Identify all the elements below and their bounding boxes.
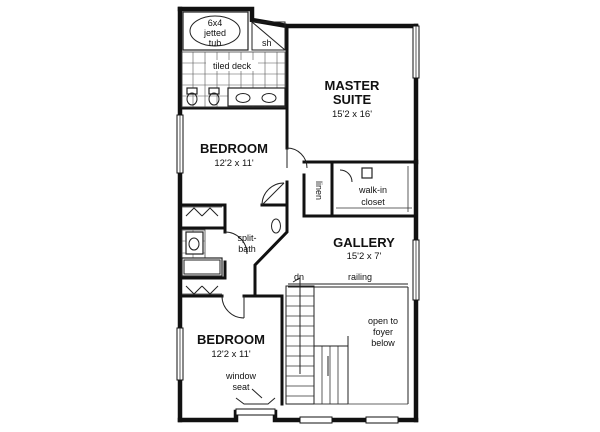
walkin-closet-label-1: walk-in xyxy=(358,185,387,195)
gallery-name: GALLERY xyxy=(333,235,395,250)
closet-rods xyxy=(336,166,412,212)
tub-label-3: tub xyxy=(209,38,222,48)
stair-down-label: dn xyxy=(294,272,304,282)
master-suite-name-2: SUITE xyxy=(333,92,372,107)
window-seat-arrow xyxy=(251,388,263,399)
bedroom-closets xyxy=(182,206,222,295)
gallery-dims: 15'2 x 7' xyxy=(347,251,382,262)
shower-stall xyxy=(251,21,286,51)
bedroom-upper-name: BEDROOM xyxy=(200,141,268,156)
stairs xyxy=(285,277,349,405)
tiled-deck-label: tiled deck xyxy=(213,61,252,71)
master-toilet xyxy=(186,87,220,106)
window-seat-label-2: seat xyxy=(232,382,250,392)
split-bath-fixtures xyxy=(181,218,281,277)
tiled-deck-label-bg xyxy=(206,60,258,71)
split-bath-label-1: split- xyxy=(237,233,256,243)
interior-walls xyxy=(178,24,418,406)
master-vanity xyxy=(227,87,286,107)
bedroom-upper-dims: 12'2 x 11' xyxy=(214,158,254,169)
window-seat-label-1: window xyxy=(225,371,257,381)
open-to-foyer-label-3: below xyxy=(371,338,395,348)
master-suite-name-1: MASTER xyxy=(325,78,381,93)
bedroom-lower-dims: 12'2 x 11' xyxy=(211,349,251,360)
tub-label: 6x4 jetted tub xyxy=(203,18,226,48)
open-to-foyer-label-1: open to xyxy=(368,316,398,326)
jetted-tub xyxy=(182,11,249,51)
master-suite-dims: 15'2 x 16' xyxy=(332,109,372,120)
railing-label: railing xyxy=(348,272,372,282)
shower-label: sh xyxy=(262,38,272,48)
door-swings xyxy=(221,147,373,319)
gallery-railing xyxy=(288,283,409,405)
linen-label: linen xyxy=(314,181,324,200)
open-to-foyer-label-2: foyer xyxy=(373,327,393,337)
bedroom-lower-name: BEDROOM xyxy=(197,332,265,347)
split-bath-label-2: bath xyxy=(238,244,256,254)
tub-label-1: 6x4 xyxy=(208,18,223,28)
window-seat xyxy=(235,397,276,405)
tub-label-2: jetted xyxy=(203,28,226,38)
walkin-closet-label-2: closet xyxy=(361,197,385,207)
windows xyxy=(176,25,420,424)
